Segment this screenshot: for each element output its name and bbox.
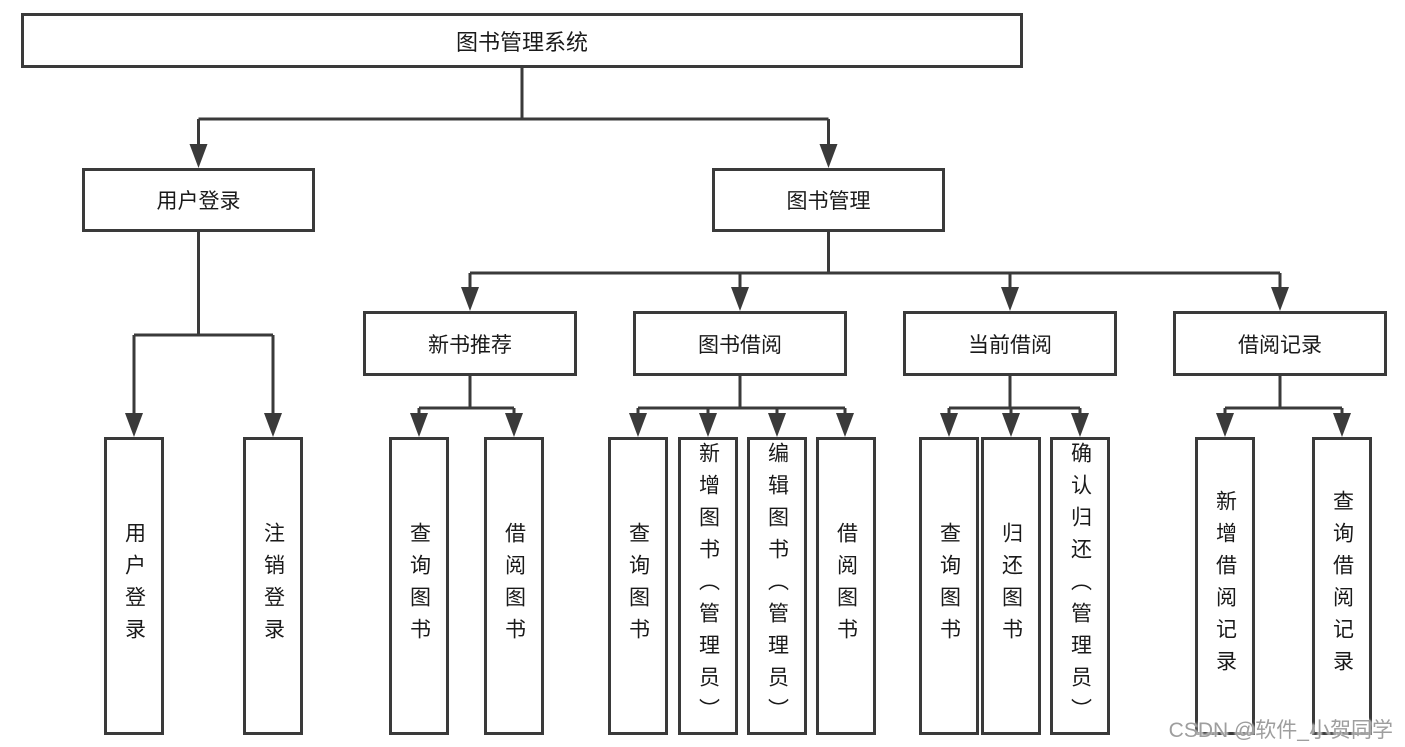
node-library-management-system: 图书管理系统 [21,13,1023,68]
leaf-query-books-current: 查询图书 [919,437,979,735]
leaf-query-books-borrow: 查询图书 [608,437,668,735]
leaf-borrow-books: 借阅图书 [816,437,876,735]
connector-new-book-group [410,376,523,437]
leaf-return-books: 归还图书 [981,437,1041,735]
connector-book-mgmt-to-level3 [461,232,1289,311]
node-current-borrow: 当前借阅 [903,311,1117,376]
connector-root-to-level2 [189,68,838,168]
leaf-logout: 注销登录 [243,437,303,735]
node-book-borrow: 图书借阅 [633,311,847,376]
connector-user-login-group [125,232,282,437]
leaf-confirm-return-admin: 确认归还（管理员） [1050,437,1110,735]
leaf-add-borrow-record: 新增借阅记录 [1195,437,1255,735]
leaf-user-login: 用户登录 [104,437,164,735]
leaf-edit-books-admin: 编辑图书（管理员） [747,437,807,735]
node-user-login: 用户登录 [82,168,315,232]
connector-book-borrow-group [629,376,854,437]
connector-current-borrow-group [940,376,1089,437]
node-new-book-recommend: 新书推荐 [363,311,577,376]
leaf-query-borrow-record: 查询借阅记录 [1312,437,1372,735]
connector-borrow-records-group [1216,376,1351,437]
node-borrow-records: 借阅记录 [1173,311,1387,376]
csdn-watermark: CSDN @软件_小贺同学 [1168,719,1393,742]
leaf-borrow-books-recommend: 借阅图书 [484,437,544,735]
leaf-add-books-admin: 新增图书（管理员） [678,437,738,735]
node-book-management: 图书管理 [712,168,945,232]
leaf-query-books-recommend: 查询图书 [389,437,449,735]
